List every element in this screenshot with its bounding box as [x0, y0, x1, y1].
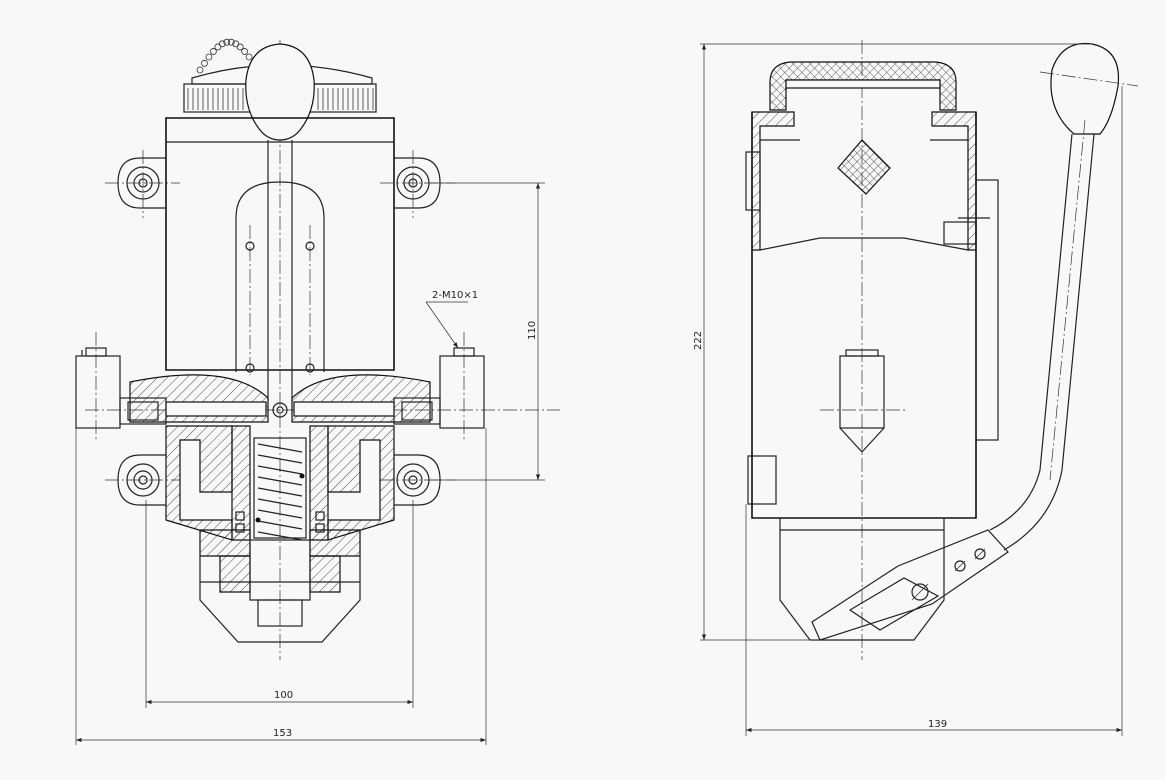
spring-coil [257, 509, 303, 519]
spring-coil [257, 487, 303, 497]
reservoir-body [165, 117, 395, 400]
thread-callout: 2-M10×1 [425, 290, 478, 349]
chain-bead [196, 66, 204, 74]
spring-coil [257, 520, 303, 530]
side-view: 222 139 [693, 40, 1139, 736]
side-body [745, 112, 999, 641]
dim-100: 100 [145, 500, 414, 708]
dim-153-label: 153 [273, 728, 292, 739]
dim-139: 139 [745, 86, 1123, 736]
chain-bead [209, 48, 217, 55]
lever-handle [811, 42, 1139, 641]
knurl-right [317, 88, 374, 110]
lower-body [199, 529, 361, 643]
chain-bead [245, 53, 253, 61]
spring [257, 443, 303, 541]
chain-bead [218, 40, 226, 48]
dim-222: 222 [693, 43, 1092, 641]
thread-callout-label: 2-M10×1 [432, 290, 478, 301]
chain-bead [241, 48, 249, 55]
dim-139-label: 139 [928, 719, 947, 730]
knurl-left [187, 88, 244, 110]
dim-153: 153 [75, 428, 487, 745]
spring-coil [257, 465, 303, 475]
chain-bead [214, 43, 222, 51]
chain-bead [236, 43, 244, 51]
spring-coil [257, 454, 303, 464]
dim-110-label: 110 [527, 321, 538, 340]
spring-coil [257, 443, 303, 453]
front-section-view: 100 153 110 2-M10×1 [75, 38, 560, 745]
chain-bead [232, 40, 240, 48]
dim-110: 110 [430, 182, 545, 481]
chain-bead [205, 53, 213, 61]
spring-coil [257, 531, 303, 541]
chain-bead [223, 38, 231, 46]
chain-bead [227, 38, 235, 46]
spring-coil [257, 476, 303, 486]
valve-plate [129, 374, 431, 423]
spring-coil [257, 498, 303, 508]
dim-222-label: 222 [693, 331, 704, 350]
dim-100-label: 100 [274, 690, 293, 701]
handle-knob [245, 43, 315, 141]
pump-housing [165, 425, 395, 541]
filler-cap [183, 38, 377, 113]
chain-bead [201, 59, 208, 67]
